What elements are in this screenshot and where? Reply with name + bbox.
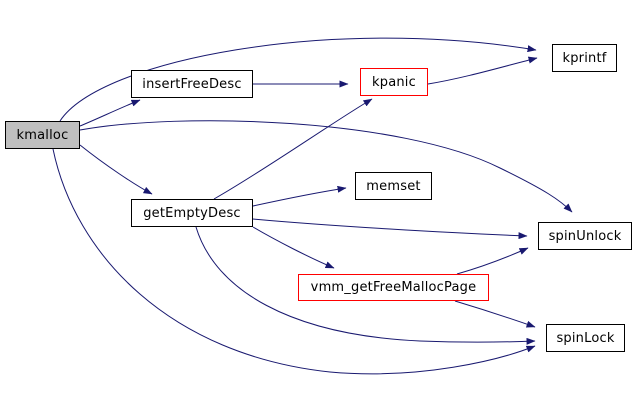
call-edge-getEmptyDesc-to-memset <box>252 185 347 207</box>
call-edge-kmalloc-to-kprintf <box>59 37 537 122</box>
graph-node-vmm_getFreeMallocPage[interactable]: vmm_getFreeMallocPage <box>298 274 489 301</box>
graph-node-label: kmalloc <box>16 127 69 143</box>
graph-node-label: spinUnlock <box>548 228 622 244</box>
graph-node-memset[interactable]: memset <box>355 172 432 200</box>
call-edge-getEmptyDesc-to-kpanic <box>213 98 373 200</box>
call-edge-kmalloc-to-insertFreeDesc <box>79 99 141 127</box>
graph-node-spinLock[interactable]: spinLock <box>546 324 625 352</box>
call-edge-getEmptyDesc-to-spinLock <box>195 226 536 345</box>
graph-node-label: kpanic <box>372 74 416 90</box>
graph-node-getEmptyDesc[interactable]: getEmptyDesc <box>131 199 253 227</box>
graph-node-insertFreeDesc[interactable]: insertFreeDesc <box>131 70 253 98</box>
call-edge-kmalloc-to-spinUnlock <box>79 120 573 213</box>
graph-node-label: vmm_getFreeMallocPage <box>310 280 477 295</box>
call-edge-getEmptyDesc-to-spinUnlock <box>252 218 528 240</box>
graph-node-spinUnlock[interactable]: spinUnlock <box>538 222 632 250</box>
call-edge-kmalloc-to-getEmptyDesc <box>79 144 153 195</box>
graph-node-kprintf[interactable]: kprintf <box>552 44 617 72</box>
graph-node-kpanic[interactable]: kpanic <box>360 68 428 96</box>
graph-node-label: insertFreeDesc <box>142 76 242 92</box>
graph-node-kmalloc[interactable]: kmalloc <box>5 121 80 149</box>
call-edge-kpanic-to-kprintf <box>427 56 538 85</box>
call-edge-getEmptyDesc-to-vmm_getFreeMallocPage <box>252 226 335 269</box>
graph-node-label: spinLock <box>556 330 615 346</box>
call-edge-kmalloc-to-spinLock <box>52 148 536 375</box>
graph-node-label: memset <box>366 178 421 194</box>
call-edge-vmm_getFreeMallocPage-to-spinLock <box>454 300 536 328</box>
call-edge-vmm_getFreeMallocPage-to-spinUnlock <box>456 247 529 275</box>
graph-node-label: kprintf <box>562 50 607 66</box>
graph-node-label: getEmptyDesc <box>143 205 241 221</box>
